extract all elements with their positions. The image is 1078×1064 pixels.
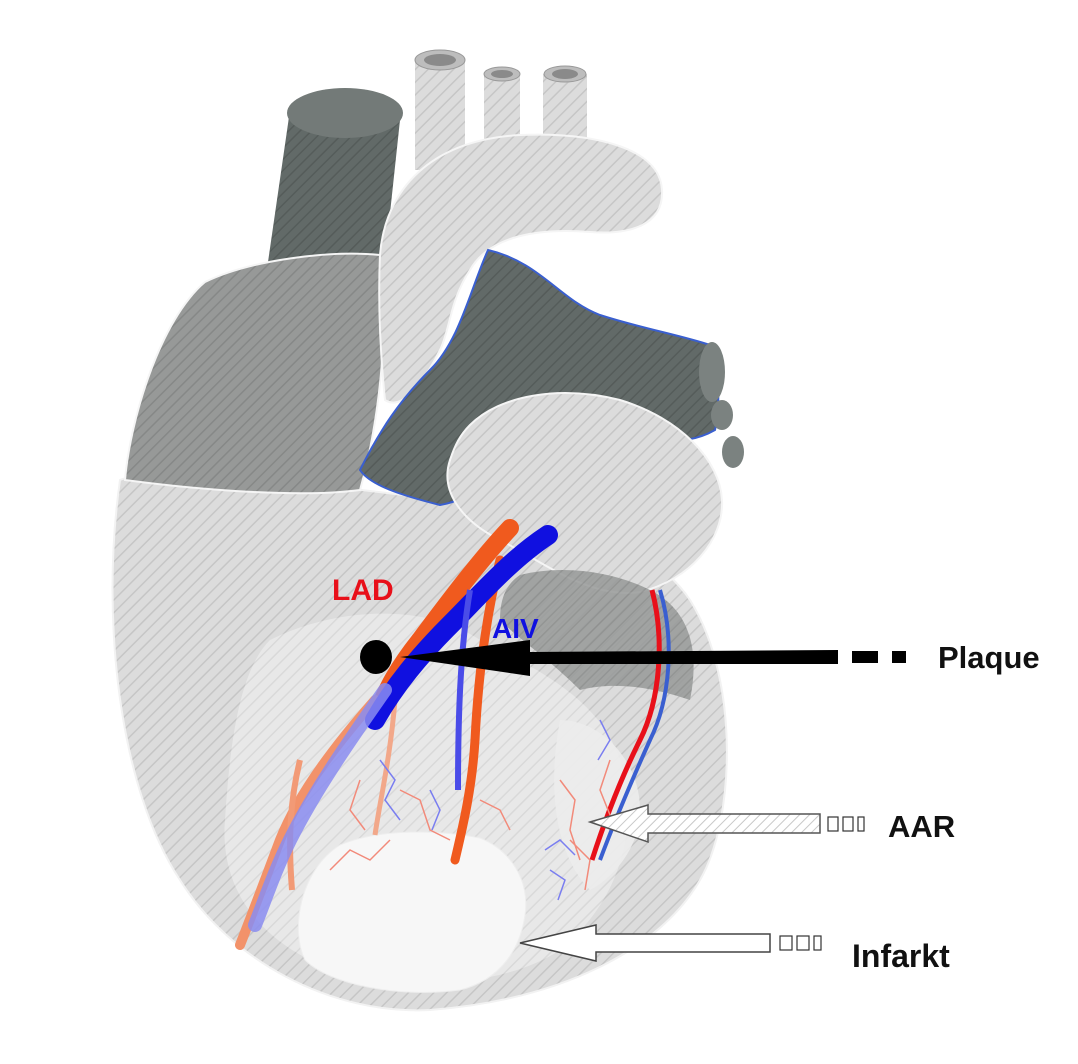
aiv-label: AIV [492,613,539,644]
infarkt-label: Infarkt [852,938,950,974]
pulmonary-vein-end [711,400,733,430]
infarct-zone [298,832,525,992]
right-atrium [125,254,384,494]
aar-arrow-icon [590,805,864,842]
lad-label: LAD [332,574,394,607]
plaque [360,640,392,674]
pulmonary-vein-end [699,342,725,402]
aar-label: AAR [888,809,955,844]
plaque-label: Plaque [938,640,1040,675]
pulmonary-vein-end [722,436,744,468]
